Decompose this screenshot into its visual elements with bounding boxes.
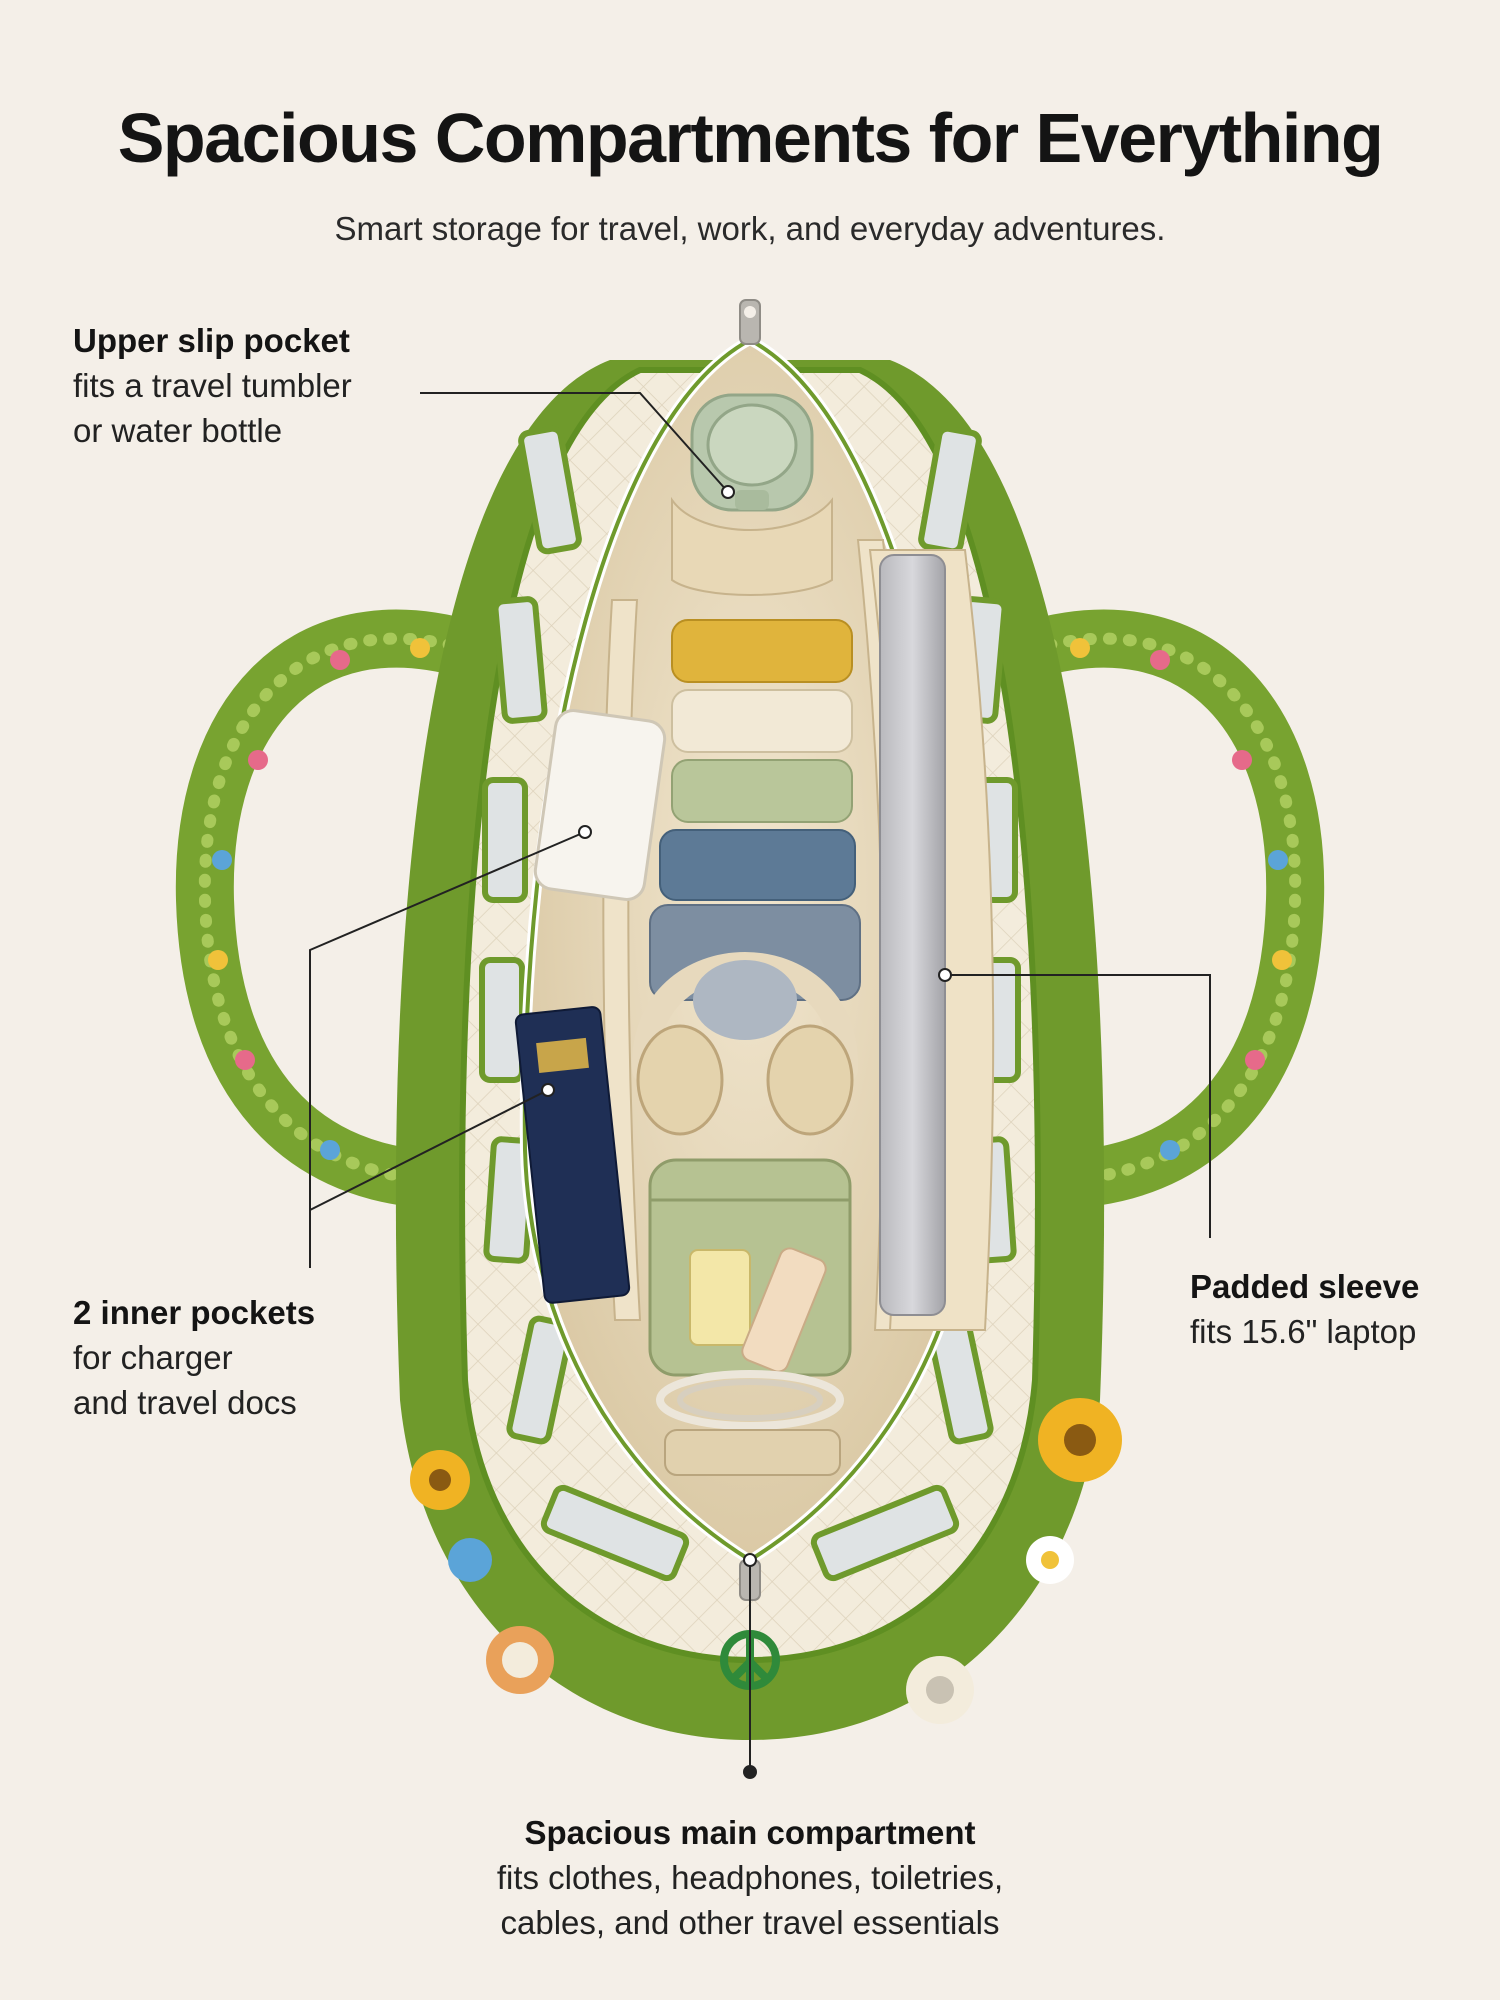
- leader-lines: [309, 392, 1211, 1772]
- right-handle: [1001, 609, 1325, 1209]
- callout-text: for charger: [73, 1339, 233, 1376]
- callout-text: cables, and other travel essentials: [500, 1904, 1000, 1941]
- bag-floral-decorations: [410, 1398, 1122, 1724]
- cream-tube: [741, 1247, 827, 1373]
- page-title: Spacious Compartments for Everything: [117, 99, 1384, 177]
- cables: [656, 1370, 844, 1476]
- page-subtitle: Smart storage for travel, work, and ever…: [334, 210, 1166, 247]
- callout-main-compartment: Spacious main compartment fits clothes, …: [400, 1810, 1100, 1945]
- callout-text: fits clothes, headphones, toiletries,: [496, 1859, 1004, 1896]
- zipper-pull-top-icon: [739, 299, 761, 345]
- callout-text: fits a travel tumbler: [73, 367, 352, 404]
- left-handle: [175, 609, 499, 1209]
- headphones: [631, 952, 859, 1136]
- handle-flowers-right: [1070, 638, 1292, 1160]
- callout-text: or water bottle: [73, 412, 283, 449]
- leader-dots: [541, 485, 952, 1779]
- perfume-bottle: [689, 1249, 751, 1346]
- callout-text: and travel docs: [73, 1384, 297, 1421]
- callout-heading: Upper slip pocket: [73, 322, 350, 359]
- callout-heading: Padded sleeve: [1190, 1268, 1420, 1305]
- callout-inner-pockets: 2 inner pockets for charger and travel d…: [73, 1290, 413, 1425]
- handle-flowers-left: [208, 638, 430, 1160]
- callout-padded-sleeve: Padded sleeve fits 15.6" laptop: [1190, 1264, 1490, 1354]
- callout-heading: Spacious main compartment: [524, 1814, 976, 1851]
- front-panels: [540, 1484, 960, 1582]
- padded-sleeve: [868, 549, 995, 1331]
- upper-slip-pocket: [671, 393, 833, 596]
- callout-upper-slip-pocket: Upper slip pocket fits a travel tumbler …: [73, 318, 453, 453]
- callout-heading: 2 inner pockets: [73, 1294, 316, 1331]
- callout-text: fits 15.6" laptop: [1190, 1313, 1417, 1350]
- toiletry-pouch: [648, 1158, 852, 1377]
- passport: [514, 1006, 631, 1304]
- laptop: [879, 554, 946, 1316]
- charger: [533, 709, 667, 901]
- folded-clothes: [649, 619, 861, 1001]
